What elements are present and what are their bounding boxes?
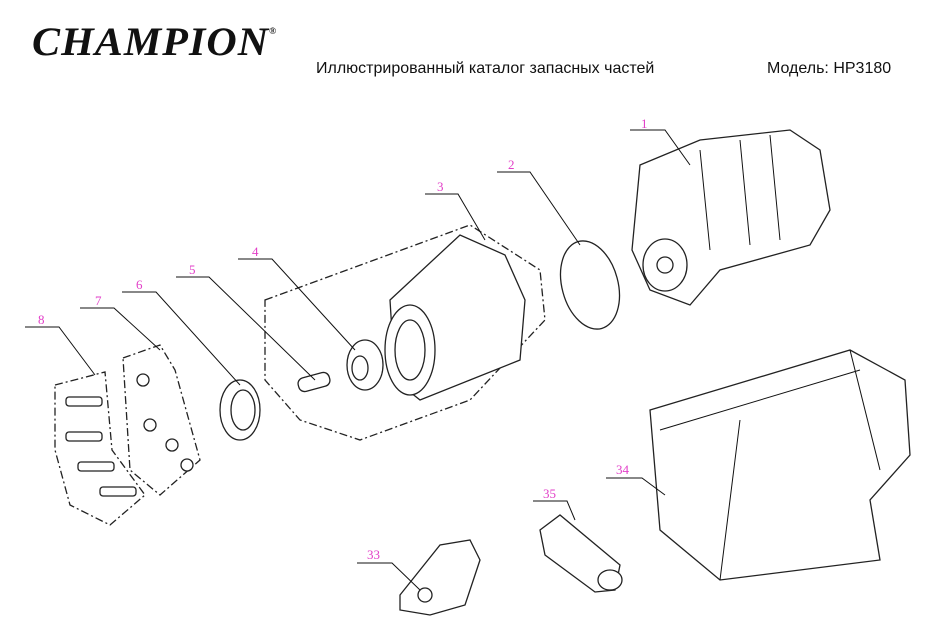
callout-35: 35 (543, 486, 556, 501)
part-33-bracket (399, 539, 481, 616)
part-1-motor (631, 129, 831, 306)
model-label: Модель: HP3180 (767, 60, 892, 77)
callout-1: 1 (641, 116, 648, 131)
callout-7: 7 (95, 293, 102, 308)
part-5-bushing (297, 371, 331, 393)
part-8-bolts (54, 371, 146, 526)
callout-2: 2 (508, 157, 515, 172)
callout-6: 6 (136, 277, 143, 292)
part-35-fitting (539, 514, 623, 593)
part-4-seal (346, 339, 384, 391)
brand-text: CHAMPION (32, 19, 270, 64)
callout-34: 34 (616, 462, 630, 477)
callout-5: 5 (189, 262, 196, 277)
brand-logo: CHAMPION® (32, 18, 277, 65)
callout-33: 33 (367, 547, 380, 562)
callout-3: 3 (437, 179, 444, 194)
registered-mark: ® (269, 26, 278, 36)
part-3-pump-housing (264, 224, 546, 441)
part-34-cover (649, 349, 911, 581)
part-7-nuts (122, 344, 201, 496)
callout-8: 8 (38, 312, 45, 327)
leader-lines (25, 129, 691, 591)
callout-4: 4 (252, 244, 259, 259)
part-6-pulley (219, 379, 261, 441)
part-2-o-ring (559, 240, 621, 330)
catalog-title: Иллюстрированный каталог запасных частей (316, 60, 655, 77)
